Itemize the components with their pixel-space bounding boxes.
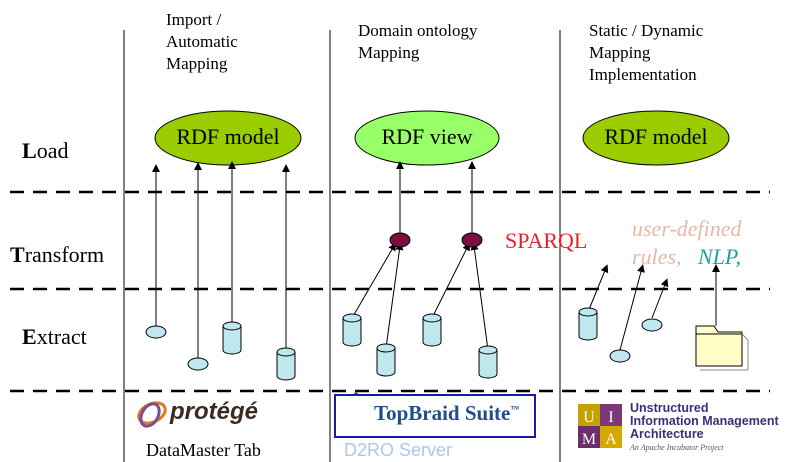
data-source-node (609, 349, 631, 363)
rdf-model-label: RDF model (176, 124, 280, 149)
arrow (385, 242, 404, 349)
arrow (619, 264, 645, 351)
protege-logo: protégé (170, 398, 259, 425)
data-source-node (641, 318, 663, 332)
d2ro-server-label: D2RO Server (344, 440, 453, 460)
uima-subtitle: An Apache Incubator Project (630, 443, 724, 452)
uima-letter: A (605, 431, 617, 448)
row-label-load: Load (22, 138, 69, 163)
arrow (431, 242, 470, 319)
row-label-transform: Transform (10, 242, 105, 267)
topbraid-logo: TopBraid Suite™ (374, 401, 520, 425)
database-cylinder-icon (422, 313, 442, 347)
uima-letter: U (583, 409, 595, 426)
uima-logo: U I M A (578, 404, 622, 448)
database-cylinder-icon (376, 343, 396, 377)
arrow (651, 278, 669, 319)
row-label-extract: Extract (22, 324, 87, 349)
database-cylinder-icon (342, 313, 362, 347)
transform-node (389, 232, 411, 248)
protege-logo-mark (137, 401, 167, 428)
database-cylinder-icon (478, 345, 498, 379)
column-header-static-dynamic: Static / Dynamic Mapping Implementation (589, 21, 704, 84)
database-cylinder-icon (222, 321, 242, 355)
rdf-view-ellipse (354, 110, 500, 166)
datamaster-tab-label: DataMaster Tab (146, 440, 261, 460)
nlp-label: NLP, (698, 244, 742, 269)
uima-letter: M (582, 431, 596, 448)
uima-title: Unstructured Information Management Arch… (630, 401, 779, 441)
database-cylinders (222, 307, 598, 381)
rules-label: rules, (632, 244, 682, 269)
rdf-model-ellipse (582, 110, 730, 166)
database-cylinder-icon (578, 307, 598, 341)
column-header-domain: Domain ontology Mapping (358, 21, 478, 62)
folder-icon (695, 325, 749, 371)
arrow (587, 264, 609, 313)
uima-letter: I (608, 409, 613, 426)
sparql-label: SPARQL (505, 228, 588, 253)
topbraid-logo-box (334, 394, 536, 438)
database-cylinder-icon (276, 347, 296, 381)
column-header-import: Import / Automatic Mapping (166, 10, 238, 73)
rdf-model-label: RDF model (604, 124, 708, 149)
rdf-view-label: RDF view (381, 124, 473, 149)
transform-node (461, 232, 483, 248)
arrow (470, 242, 489, 351)
arrow (351, 242, 397, 319)
user-defined-label: user-defined (632, 216, 742, 241)
data-source-node (145, 325, 167, 339)
data-source-node (187, 357, 209, 371)
